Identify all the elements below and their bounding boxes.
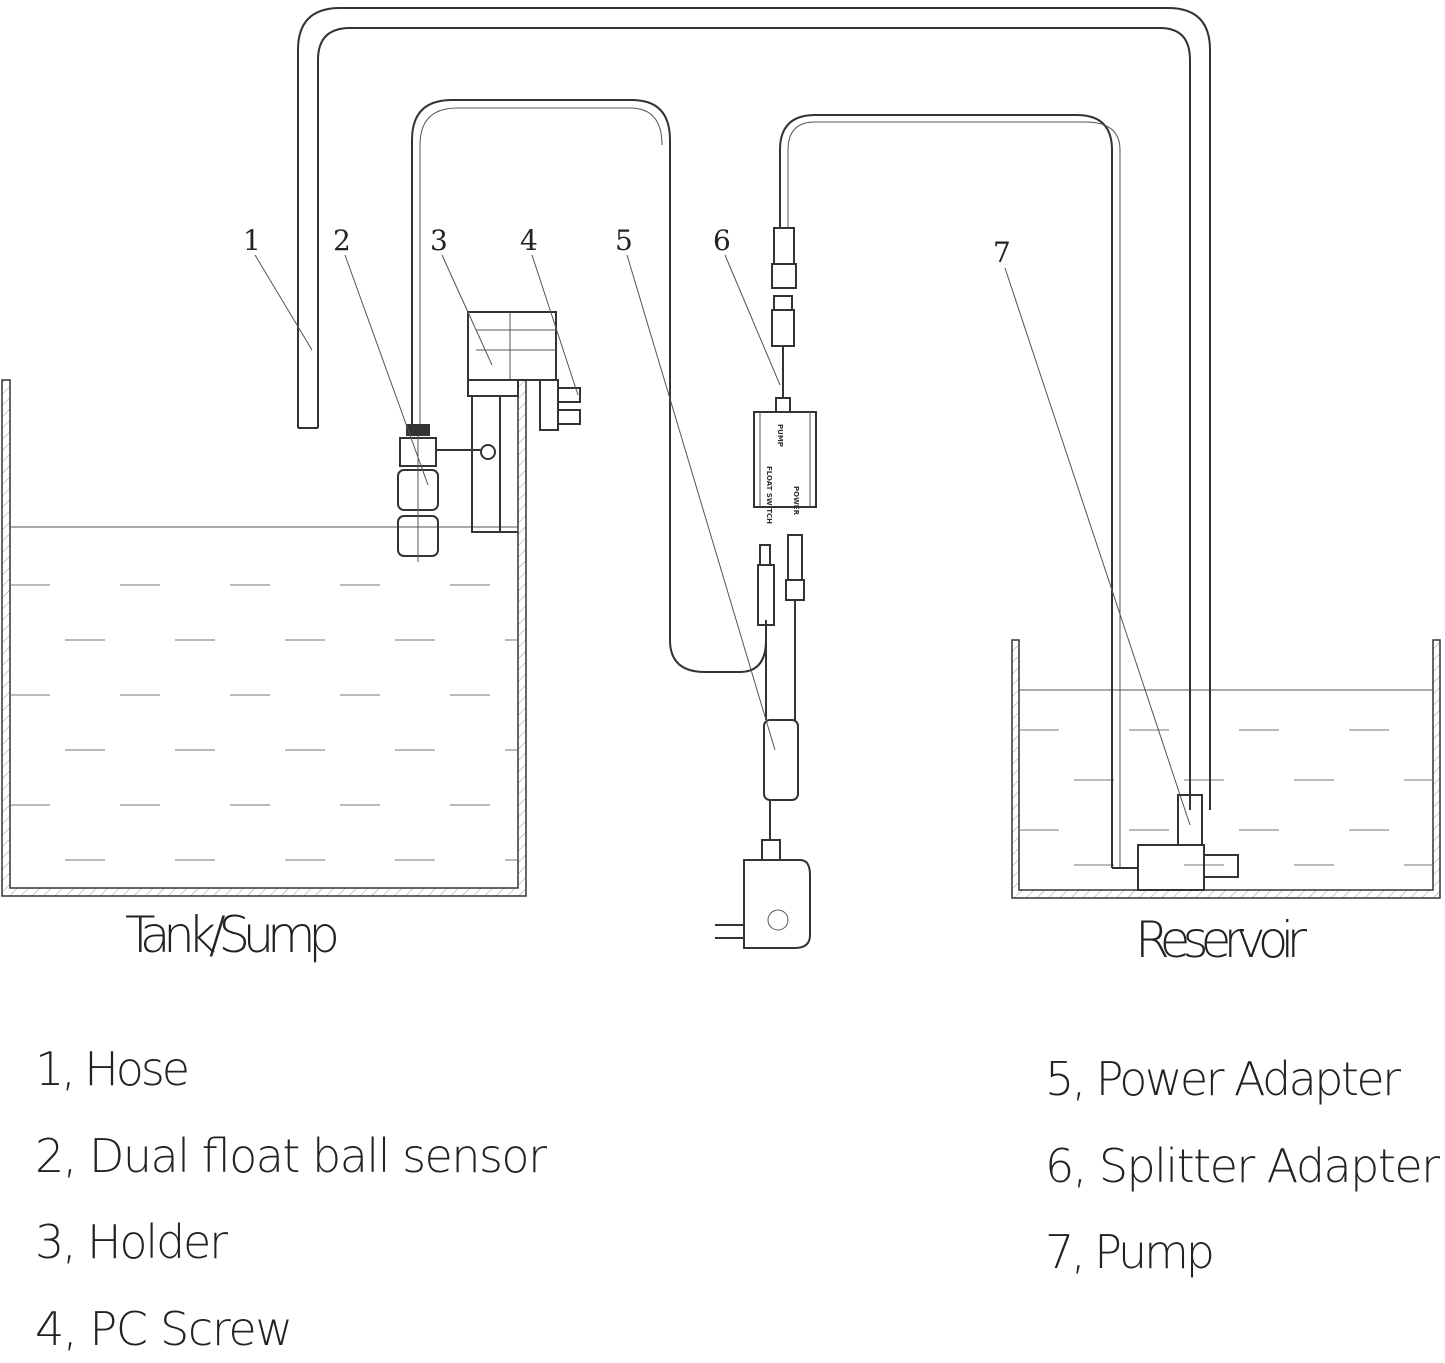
splitter-float-label: FLOAT SWITCH [765, 466, 773, 524]
sensor-cable [411, 99, 767, 673]
tank-label: Tank/Sump [125, 906, 340, 964]
legend-item: 6, Splitter Adapter [1045, 1139, 1440, 1193]
callout-6: 6 [713, 224, 731, 257]
splitter-pump-label: PUMP [776, 424, 784, 447]
callout-5: 5 [615, 224, 633, 257]
callout-7: 7 [993, 236, 1011, 269]
legend-left: 1, Hose 2, Dual float ball sensor 3, Hol… [35, 1042, 547, 1356]
hose [297, 7, 1211, 810]
splitter-power-label: POWER [792, 486, 800, 516]
tank [1, 379, 527, 897]
legend-right: 5, Power Adapter 6, Splitter Adapter 7, … [1045, 1052, 1440, 1279]
pump-cable [779, 114, 1113, 868]
legend-item: 2, Dual float ball sensor [35, 1129, 547, 1183]
reservoir [1011, 639, 1441, 899]
callout-4: 4 [520, 224, 538, 257]
legend-item: 3, Holder [35, 1215, 228, 1269]
splitter-adapter: PUMP FLOAT SWITCH POWER [753, 411, 817, 524]
callout-3: 3 [430, 224, 448, 257]
legend-item: 4, PC Screw [35, 1302, 293, 1356]
tank-water-lines [10, 584, 518, 861]
legend-item: 7, Pump [1045, 1225, 1215, 1279]
callout-1: 1 [243, 224, 261, 257]
reservoir-label: Reservoir [1135, 911, 1307, 969]
legend-item: 5, Power Adapter [1045, 1052, 1401, 1106]
power-adapter [715, 534, 811, 949]
legend-item: 1, Hose [35, 1042, 190, 1096]
callouts: 1 2 3 4 5 6 7 [243, 224, 1191, 826]
holder [467, 311, 581, 533]
pump [1112, 794, 1239, 891]
splitter-connectors [771, 227, 797, 413]
dual-float-sensor [397, 424, 482, 562]
callout-2: 2 [333, 224, 351, 257]
